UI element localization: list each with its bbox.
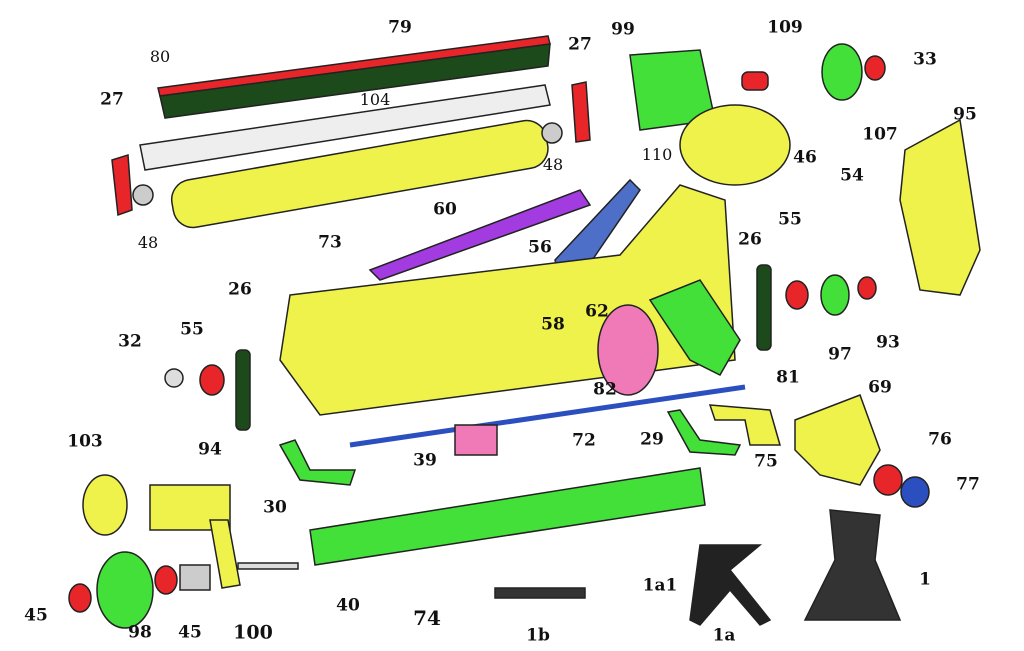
label-27: 27: [568, 34, 592, 55]
label-94: 94: [198, 439, 222, 460]
label-55: 55: [180, 319, 204, 340]
part-103: [82, 474, 128, 536]
label-1a: 1a: [712, 625, 736, 646]
cylinder-60: [368, 189, 592, 281]
part-69: [794, 394, 881, 486]
part-55-right: [785, 280, 809, 310]
pulley-82: [597, 304, 659, 396]
label-99: 99: [611, 19, 635, 40]
part-93: [857, 276, 877, 300]
label-79: 79: [388, 17, 412, 38]
label-69: 69: [868, 377, 892, 398]
label-81: 81: [776, 367, 800, 388]
label-40: 40: [336, 595, 360, 616]
label-100: 100: [233, 621, 273, 644]
label-46: 46: [793, 147, 817, 168]
bracket-27-right: [571, 81, 591, 143]
label-80: 80: [149, 47, 171, 66]
label-62: 62: [585, 301, 609, 322]
bolt-40: [237, 562, 299, 570]
label-72: 72: [572, 430, 596, 451]
part-29: [666, 409, 742, 456]
label-74: 74: [413, 606, 441, 630]
label-109: 109: [767, 17, 803, 38]
label-32: 32: [118, 331, 142, 352]
blade-1a: [689, 544, 772, 626]
label-54: 54: [840, 165, 864, 186]
shaft-72: [349, 384, 746, 448]
label-39: 39: [413, 450, 437, 471]
label-1b: 1b: [526, 625, 550, 646]
arm-94: [209, 519, 241, 589]
part-45-left: [68, 583, 92, 613]
label-56: 56: [528, 237, 552, 258]
label-76: 76: [928, 429, 952, 450]
label-26: 26: [738, 229, 762, 250]
label-58: 58: [541, 314, 565, 335]
label-1: 1: [919, 569, 931, 590]
part-55-left: [199, 364, 225, 396]
green-flap: [159, 43, 551, 119]
label-95: 95: [953, 104, 977, 125]
label-77: 77: [956, 474, 980, 495]
label-45: 45: [178, 622, 202, 643]
part-26-right: [756, 264, 772, 351]
pulley-107: [821, 43, 863, 101]
belt-cover-95: [899, 118, 981, 296]
bolt-1b: [494, 587, 586, 599]
rod-104: [139, 84, 551, 171]
label-93: 93: [876, 332, 900, 353]
label-104: 104: [359, 90, 391, 109]
blade-1: [803, 509, 902, 621]
label-110: 110: [641, 145, 673, 164]
label-26: 26: [228, 279, 252, 300]
label-82: 82: [593, 379, 617, 400]
label-48: 48: [137, 233, 159, 252]
pulley-97: [820, 274, 850, 316]
label-75: 75: [754, 451, 778, 472]
part-109: [741, 71, 769, 91]
label-30: 30: [263, 497, 287, 518]
label-33: 33: [913, 49, 937, 70]
part-100: [179, 564, 211, 591]
pulley-98: [96, 551, 154, 629]
label-45: 45: [24, 605, 48, 626]
label-60: 60: [433, 199, 457, 220]
guard-81: [648, 279, 741, 376]
part-45-right: [154, 565, 178, 595]
label-1a1: 1a1: [642, 575, 678, 596]
bearing-48-left: [132, 184, 154, 206]
part-33: [864, 55, 886, 81]
label-48: 48: [542, 155, 564, 174]
label-103: 103: [67, 431, 103, 452]
label-27: 27: [100, 89, 124, 110]
bearing-48-right: [541, 122, 563, 144]
part-76: [873, 464, 903, 496]
label-97: 97: [828, 344, 852, 365]
cover-46: [679, 104, 791, 186]
part-32: [164, 368, 184, 388]
label-107: 107: [862, 124, 898, 145]
part-77: [900, 476, 930, 508]
part-39: [454, 424, 498, 456]
rotor-74: [309, 467, 706, 566]
label-29: 29: [640, 429, 664, 450]
bracket-27-left: [111, 154, 133, 217]
label-73: 73: [318, 232, 342, 253]
label-98: 98: [128, 622, 152, 643]
label-55: 55: [778, 209, 802, 230]
part-30: [278, 439, 357, 486]
part-75: [708, 404, 781, 446]
part-26-left: [235, 349, 251, 431]
